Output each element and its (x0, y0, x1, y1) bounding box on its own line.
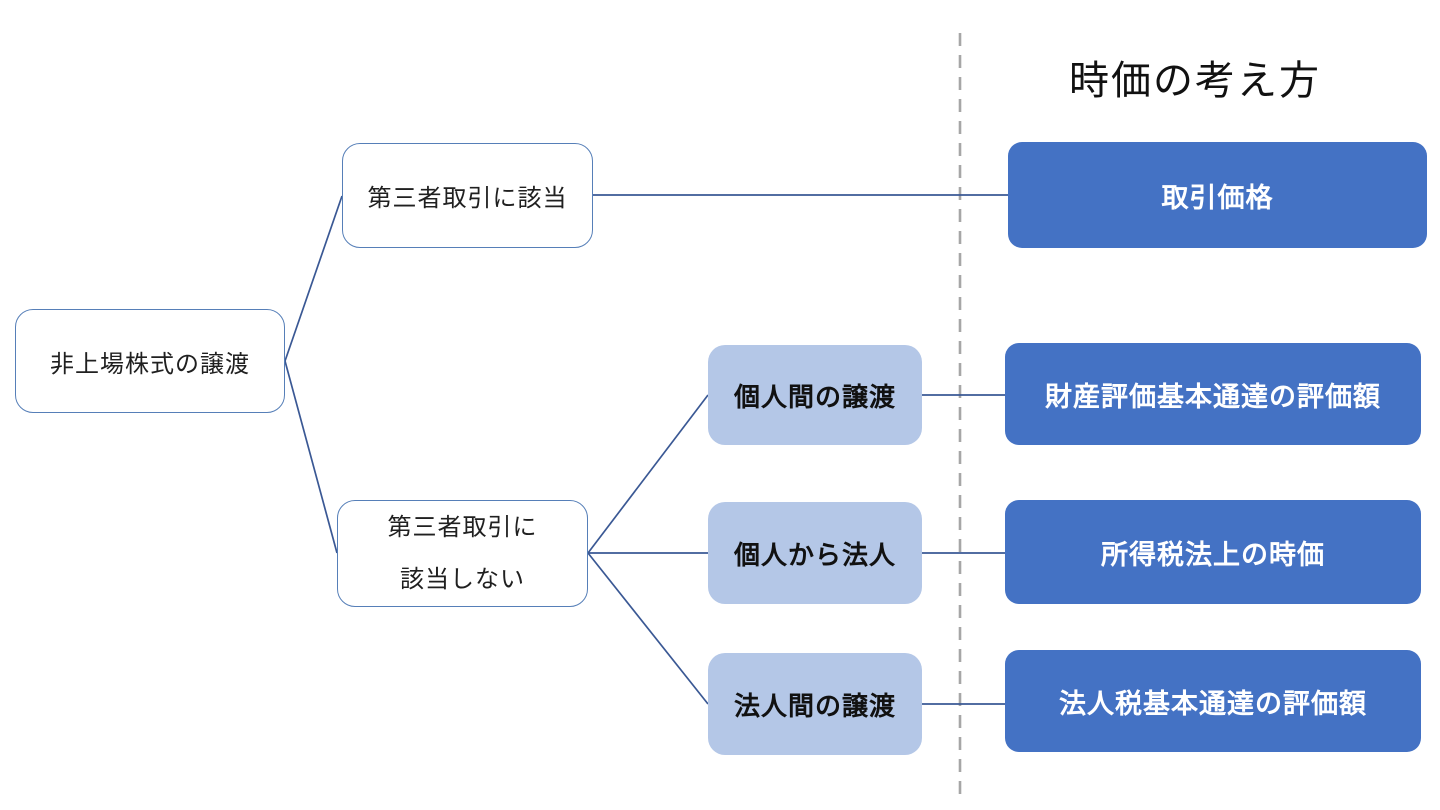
result-label: 取引価格 (1161, 182, 1274, 213)
result-income-tax-law-value: 所得税法上の時価 (1005, 500, 1421, 604)
node-label: 法人間の譲渡 (733, 690, 896, 721)
result-label: 財産評価基本通達の評価額 (1045, 381, 1381, 412)
node-third-party-transaction-no-match: 第三者取引に 該当しない (337, 500, 588, 607)
node-label: 第三者取引に 該当しない (387, 513, 538, 593)
result-property-valuation-basic-rule: 財産評価基本通達の評価額 (1005, 343, 1421, 445)
node-label: 個人から法人 (733, 539, 896, 570)
result-label: 法人税基本通達の評価額 (1059, 688, 1367, 719)
connector-nomatch-to-ind (587, 394, 709, 554)
connector-root-to-match (284, 195, 343, 362)
node-individual-to-corporation-transfer: 個人から法人 (708, 502, 922, 604)
node-individual-to-individual-transfer: 個人間の譲渡 (708, 345, 922, 445)
diagram-title: 時価の考え方 (1069, 59, 1321, 103)
node-third-party-transaction-match: 第三者取引に該当 (342, 143, 593, 248)
node-label: 非上場株式の譲渡 (50, 350, 250, 378)
node-label: 個人間の譲渡 (733, 381, 896, 412)
node-unlisted-stock-transfer: 非上場株式の譲渡 (15, 309, 285, 413)
result-label: 所得税法上の時価 (1101, 539, 1325, 570)
node-corporation-to-corporation-transfer: 法人間の譲渡 (708, 653, 922, 755)
connector-root-to-nomatch (284, 360, 338, 554)
result-corporate-tax-basic-rule: 法人税基本通達の評価額 (1005, 650, 1421, 752)
result-transaction-price: 取引価格 (1008, 142, 1427, 248)
connector-nomatch-to-corp (587, 552, 709, 705)
node-label: 第三者取引に該当 (367, 185, 568, 212)
